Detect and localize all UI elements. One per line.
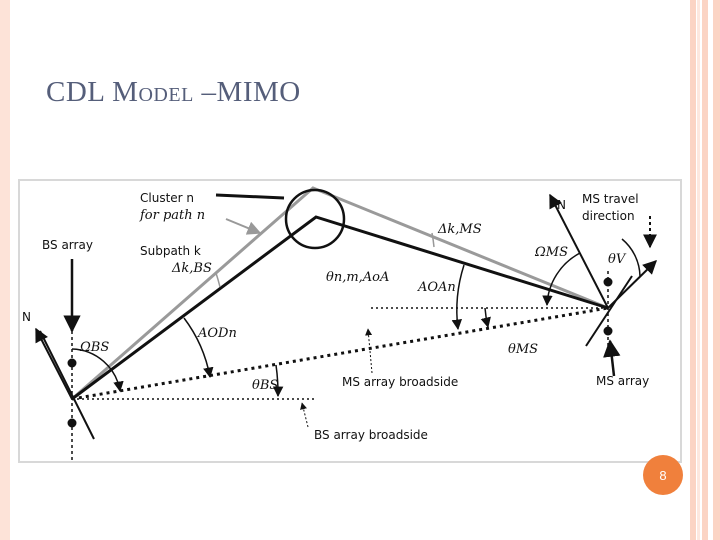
- theta-bs-arc: [272, 364, 284, 398]
- right-frame-strip: [690, 0, 696, 540]
- cluster-pointer: [215, 193, 285, 200]
- delta-bs-arc: [215, 272, 221, 288]
- bs-antenna-dot: [67, 418, 77, 428]
- slide-title: CDL Model –MIMO: [46, 76, 301, 108]
- theta-ms-arc: [480, 307, 491, 329]
- cdl-diagram: Cluster n for path n Subpath k Δk,BS BS …: [22, 186, 658, 461]
- bs-broadside-label: BS array broadside: [314, 428, 428, 442]
- aod-label: AODn: [197, 326, 237, 341]
- theta-ms-label: θMS: [508, 342, 538, 357]
- ms-array-arrow: [603, 339, 621, 377]
- theta-bs-label: θBS: [252, 378, 278, 393]
- bs-array-label: BS array: [42, 238, 93, 252]
- bs-antenna-dot: [67, 358, 77, 368]
- omega-ms-label: ΩMS: [534, 245, 568, 260]
- bs-north-label: N: [22, 310, 31, 324]
- right-frame-strip: [713, 0, 720, 540]
- aod-arc: [183, 317, 214, 379]
- delta-ms-label: Δk,MS: [437, 222, 482, 237]
- delta-ms-arc: [431, 232, 435, 248]
- bs-north-arrow: [35, 327, 73, 400]
- aoa-label: AOAn: [417, 280, 456, 295]
- ms-north-label: N: [557, 198, 566, 212]
- ms-antenna-dot: [603, 326, 613, 336]
- bs-array-line: [39, 330, 95, 440]
- right-frame-line: [697, 0, 700, 540]
- ms-north-arrow: [549, 193, 609, 309]
- theta-nm-label: θn,m,AoA: [326, 270, 389, 285]
- omega-bs-arc: [71, 348, 124, 393]
- subpath-label: Subpath k: [140, 244, 201, 258]
- cluster-path-line: [71, 215, 609, 401]
- subpath-line: [71, 186, 609, 401]
- delta-bs-label: Δk,BS: [171, 261, 212, 276]
- ms-broadside-label: MS array broadside: [342, 375, 458, 389]
- ms-array-label: MS array: [596, 374, 649, 388]
- theta-v-arc: [621, 238, 641, 277]
- ms-antenna-dot: [603, 277, 613, 287]
- aoa-arc: [451, 264, 465, 331]
- theta-v-label: θV: [608, 252, 627, 267]
- ms-array-line: [585, 275, 633, 347]
- ms-travel-label: MS travel: [582, 192, 639, 206]
- ms-broadside-pointer: [365, 328, 373, 374]
- cluster-label: Cluster n: [140, 191, 194, 205]
- subpath-pointer: [225, 218, 262, 235]
- right-frame-strip: [702, 0, 708, 540]
- omega-ms-arc: [542, 252, 581, 307]
- ms-travel-label-2: direction: [582, 209, 635, 223]
- page-number-badge: 8: [643, 455, 683, 495]
- left-frame-strip: [0, 0, 10, 540]
- ms-travel-arrow: [607, 260, 658, 309]
- bs-broadside-pointer: [300, 402, 309, 428]
- cluster-label-2: for path n: [139, 208, 205, 223]
- omega-bs-label: ΩBS: [79, 340, 109, 355]
- cluster-circle: [284, 188, 346, 250]
